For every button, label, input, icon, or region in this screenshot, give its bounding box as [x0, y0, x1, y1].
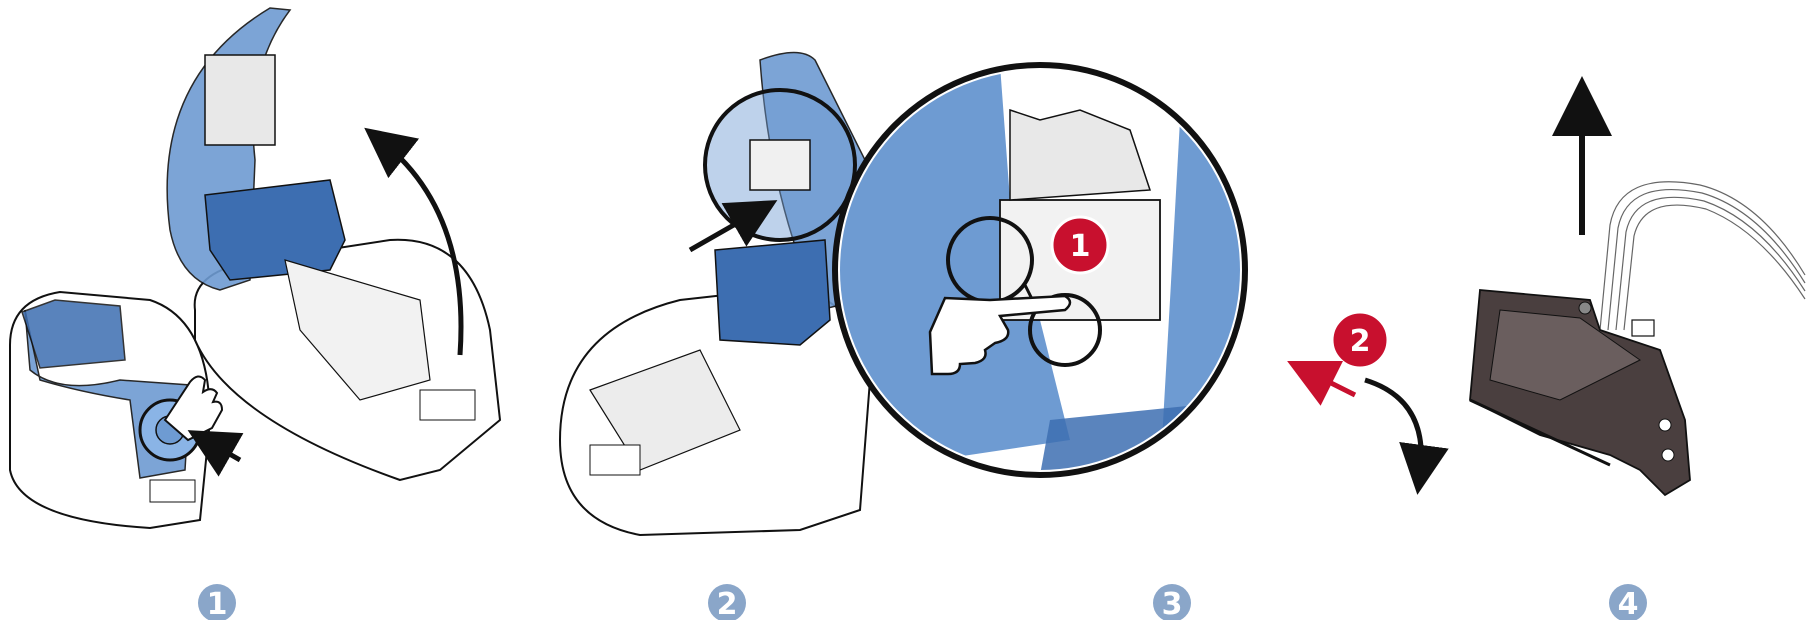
panel-step-1 [10, 8, 500, 528]
callout-number-2: 2 [1350, 324, 1371, 359]
callout-badge-2: 2 [1332, 312, 1388, 368]
red-push-arrow-icon [1305, 370, 1355, 395]
step-number-1: 1 [207, 587, 228, 620]
callout-number-1: 1 [1070, 229, 1091, 264]
ribbon-cable [1600, 182, 1805, 330]
step-number-2: 2 [717, 587, 738, 620]
printhead-assembly [1470, 290, 1690, 495]
press-arrow-icon [205, 440, 240, 460]
panel-step-4 [1470, 100, 1805, 495]
panel-step-3: 1 2 [835, 65, 1421, 475]
step-number-4: 4 [1618, 587, 1639, 620]
step-badge-2: 2 [708, 584, 746, 620]
step-number-3: 3 [1162, 587, 1183, 620]
callout-badge-1: 1 [1052, 217, 1108, 273]
printhead [750, 140, 810, 190]
step-badge-1: 1 [198, 584, 236, 620]
step-badge-4: 4 [1609, 584, 1647, 620]
release-arrow-icon [1365, 380, 1421, 475]
step-badge-3: 3 [1153, 584, 1191, 620]
